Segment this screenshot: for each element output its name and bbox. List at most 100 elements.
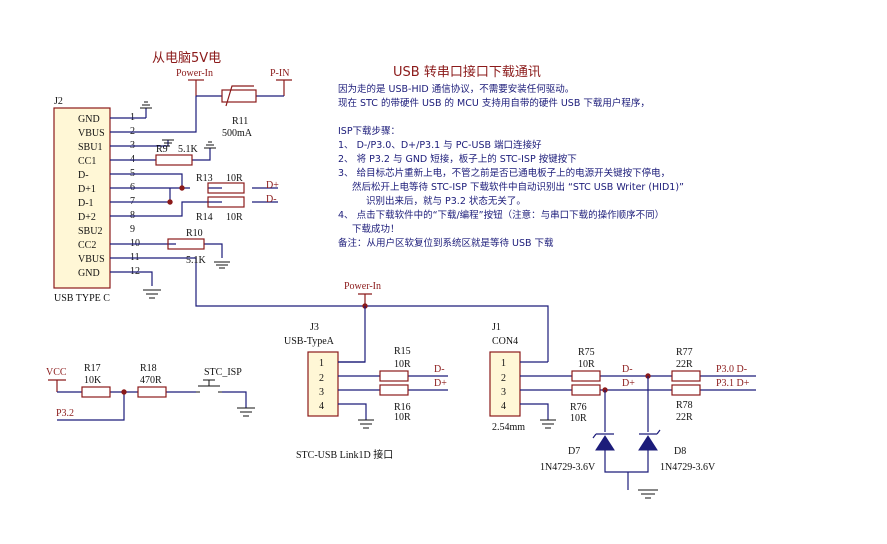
j2-pin-name: SBU2	[78, 226, 102, 237]
net-power-in-2: Power-In	[344, 281, 381, 292]
r78-val: 22R	[676, 412, 693, 423]
ground-symbol	[204, 141, 216, 149]
r11-ptc-mark	[225, 85, 254, 107]
r76-ref: R76	[570, 402, 587, 413]
dm-wire	[110, 173, 183, 188]
j3-usb-typea: J3 USB-TypeA 1 2 3 4 STC-USB Link1D 接口	[284, 322, 393, 461]
cc1-wire	[110, 148, 211, 161]
note-line: 3、 给目标芯片重新上电，不管之前是否已通电板子上的电源开关键按下停电，	[338, 167, 670, 179]
r76-resistor	[571, 384, 601, 396]
ground-symbol	[140, 101, 152, 109]
r16-resistor	[379, 384, 409, 396]
net-power-in: Power-In	[176, 68, 213, 79]
j2-pin-name: D-1	[78, 198, 94, 209]
r76-val: 10R	[570, 413, 587, 424]
r10-val: 5.1K	[186, 255, 207, 266]
j2-pin-name: VBUS	[78, 254, 105, 265]
j1-con4: J1 CON4 1 2 3 4 2.54mm	[489, 322, 525, 433]
r13-ref: R13	[196, 173, 213, 184]
net-p31: P3.1 D+	[716, 378, 750, 389]
ground-symbol	[162, 139, 174, 147]
r14-resistor	[207, 196, 245, 208]
dm1-wire	[110, 188, 171, 203]
r10-resistor	[167, 238, 205, 250]
j2-pin-name: VBUS	[78, 128, 105, 139]
dp2-wire	[110, 201, 278, 217]
r13-val: 10R	[226, 173, 243, 184]
j2-pin-name: D+2	[78, 212, 96, 223]
net-d-plus-3: D+	[622, 378, 635, 389]
j2-pin-name: SBU1	[78, 142, 102, 153]
note-line: 下载成功！	[352, 223, 400, 235]
net-vcc: VCC	[46, 367, 67, 378]
ground-symbol	[237, 407, 255, 417]
net-d-plus: D+	[266, 180, 279, 191]
d7-val: 1N4729-3.6V	[540, 462, 596, 473]
net-d-minus: D-	[266, 194, 277, 205]
r9-val: 5.1K	[178, 144, 199, 155]
j2-pin-name: CC1	[78, 156, 96, 167]
j1-pitch: 2.54mm	[492, 422, 525, 433]
j3-ref: J3	[310, 322, 319, 333]
net-p32: P3.2	[56, 408, 74, 419]
r10-ref: R10	[186, 228, 203, 239]
isp-wire	[57, 391, 247, 408]
note-line: 2、 将 P3.2 与 GND 短接，板子上的 STC-ISP 按键按下	[338, 153, 577, 165]
junction	[167, 199, 173, 205]
note-line: 然后松开上电等待 STC-ISP 下载软件中自动识别出 “STC USB Wri…	[352, 181, 684, 193]
ground-symbol	[540, 419, 556, 429]
p-in-flag	[276, 79, 292, 96]
r78-resistor	[671, 384, 701, 396]
d8-cathode	[639, 429, 661, 435]
j3-pin: 2	[319, 373, 324, 384]
j3-caption: STC-USB Link1D 接口	[296, 448, 393, 461]
r16-val: 10R	[394, 412, 411, 423]
junction	[179, 185, 185, 191]
r75-ref: R75	[578, 347, 595, 358]
note-line: 4、 点击下载软件中的“下载/编程”按钮（注意：与串口下载的操作顺序不同）	[338, 209, 664, 221]
r15-val: 10R	[394, 359, 411, 370]
note-line: 现在 STC 的带硬件 USB 的 MCU 支持用自带的硬件 USB 下载用户程…	[338, 97, 650, 109]
j2-pin-name: CC2	[78, 240, 96, 251]
j1-part: CON4	[492, 336, 518, 347]
note-line: 1、 D-/P3.0、D+/P3.1 与 PC-USB 端口连接好	[338, 139, 542, 151]
r75-resistor	[571, 370, 601, 382]
r18-ref: R18	[140, 363, 157, 374]
cc2-wire	[110, 243, 223, 258]
p32-wire	[57, 392, 125, 421]
j3-gnd-wire	[338, 403, 367, 420]
r17-ref: R17	[84, 363, 101, 374]
j1-pin: 2	[501, 373, 506, 384]
r77-val: 22R	[676, 359, 693, 370]
r11-val: 500mA	[222, 128, 253, 139]
r18-val: 470R	[140, 375, 162, 386]
ground-symbol	[358, 419, 374, 429]
vcc-flag	[48, 379, 66, 392]
r78-ref: R78	[676, 400, 693, 411]
j2-body	[53, 107, 111, 289]
r77-ref: R77	[676, 347, 693, 358]
d7-cathode	[592, 433, 614, 439]
j1-ref: J1	[492, 322, 501, 333]
j3-part: USB-TypeA	[284, 336, 335, 347]
r14-ref: R14	[196, 212, 213, 223]
r77-resistor	[671, 370, 701, 382]
r9-resistor	[155, 154, 193, 166]
d8-diode	[638, 435, 658, 451]
net-d-minus-2: D-	[434, 364, 445, 375]
j2-pin-name: GND	[78, 268, 100, 279]
r16-ref: R16	[394, 402, 411, 413]
j2-pin-name: D-	[78, 170, 89, 181]
j2-wiring	[110, 96, 549, 362]
net-p-in: P-IN	[270, 68, 289, 79]
diode-wires	[604, 376, 649, 473]
note-line: 备注：从用户区软复位到系统区就是等待 USB 下载	[338, 237, 554, 249]
j2-ref: J2	[54, 96, 63, 107]
r18-resistor	[137, 386, 167, 398]
net-d-plus-2: D+	[434, 378, 447, 389]
j2-pin-name: GND	[78, 114, 100, 125]
r11-ref: R11	[232, 116, 248, 127]
j3-pin: 3	[319, 387, 324, 398]
